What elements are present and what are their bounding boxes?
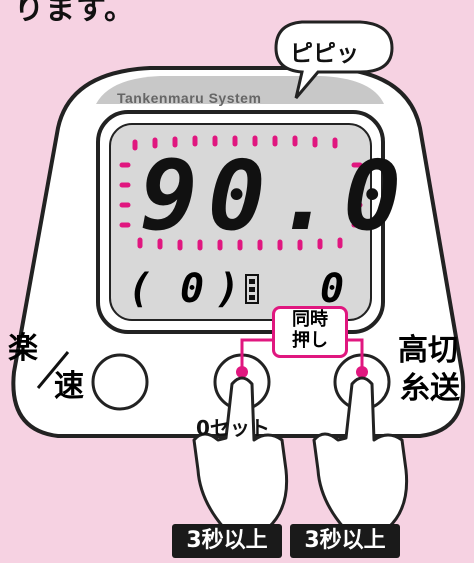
label-comfort: 楽 [8, 331, 38, 366]
right-hand [312, 376, 409, 530]
simultaneous-press-line1: 同時 [292, 309, 328, 330]
speed-button [91, 353, 149, 411]
lcd-paren-value: 0 [180, 266, 205, 312]
lcd-screen [109, 123, 372, 321]
right-press-dot [356, 366, 368, 378]
top-text-fragment: ります。 [14, 0, 135, 27]
simultaneous-press-line2: 押し [292, 330, 328, 351]
press-connector [240, 338, 364, 372]
simultaneous-press-box: 同時 押し [272, 306, 348, 358]
main-value-display: 90.0 [140, 140, 412, 252]
hold-badge-right: 3秒以上 [290, 524, 400, 558]
blink-dashes [119, 135, 363, 251]
lcd-right-value: 0 [320, 266, 345, 312]
device-top-band [96, 76, 384, 104]
label-slash [36, 351, 70, 389]
battery-icon [245, 274, 259, 304]
label-speed: 速 [54, 369, 84, 404]
speech-bubble-text: ピピッ [290, 41, 359, 67]
left-hand [192, 376, 289, 530]
brand-label: Tankenmaru System [117, 90, 262, 106]
lcd-paren-close: ) [216, 266, 241, 312]
speech-bubble [274, 20, 394, 99]
label-thread-feed: 糸送 [400, 371, 460, 406]
left-press-dot [236, 366, 248, 378]
zero-set-label: 0セット [196, 416, 270, 440]
label-high-cut: 高切 [398, 333, 458, 368]
hold-badge-left: 3秒以上 [172, 524, 282, 558]
lcd-paren-open: ( [128, 266, 153, 312]
